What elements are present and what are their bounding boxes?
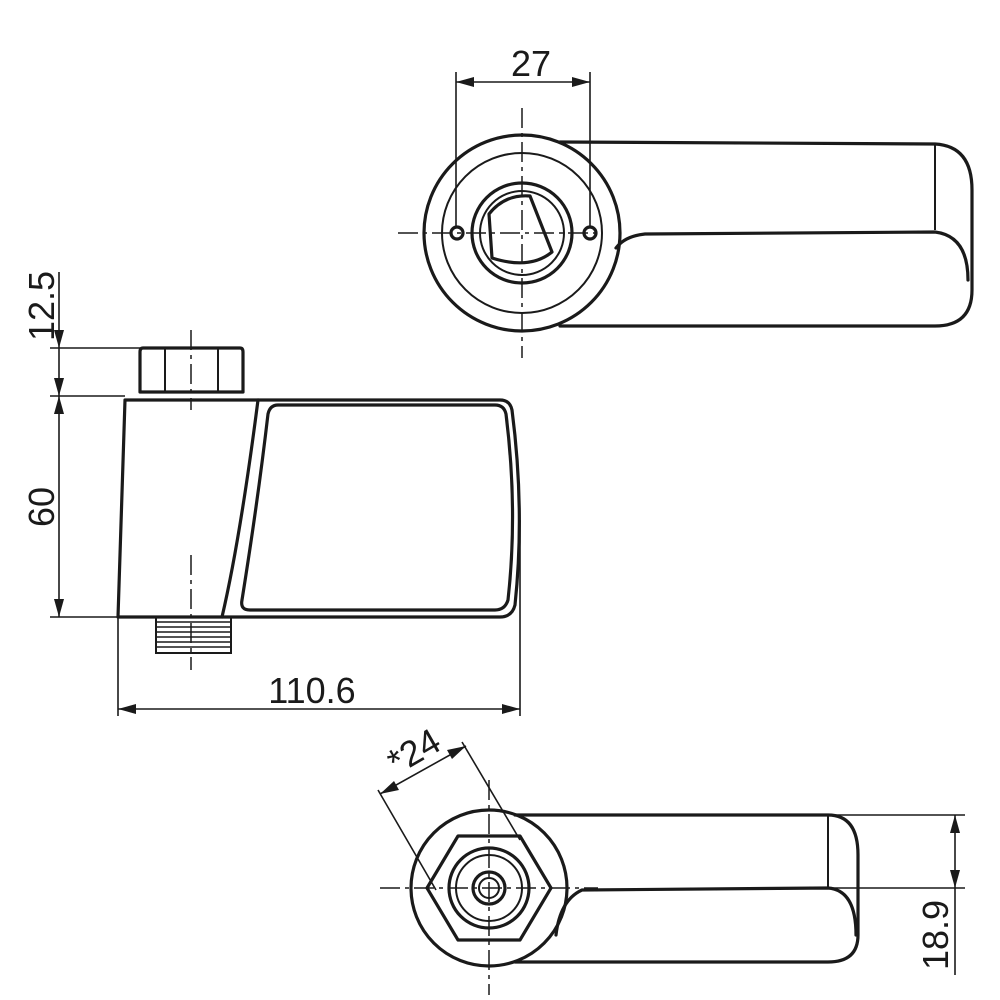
side-view: 12.5 60 110.6 — [21, 271, 521, 716]
top-view-cartridge-outer — [470, 181, 574, 285]
top-view-spindle — [487, 194, 554, 265]
dim-18-9-arrow-top — [950, 815, 960, 833]
dim-12-5-label: 12.5 — [21, 271, 62, 341]
dim-110-6-arrow-right — [502, 704, 520, 714]
dim-110-6-label: 110.6 — [268, 670, 355, 711]
dim-24-arrow-left — [380, 781, 399, 794]
dim-12-5-arrow-bottom — [54, 378, 64, 396]
side-view-nut — [138, 346, 245, 394]
dim-27-arrow-right — [572, 77, 590, 87]
side-view-lever-face — [240, 403, 515, 612]
dim-27-label: 27 — [511, 43, 551, 84]
dim-18-9-label: 18.9 — [915, 900, 956, 970]
dim-24-label: *24 — [380, 720, 447, 783]
top-view-lever-groove — [614, 230, 970, 282]
bottom-view: *24 18.9 — [377, 720, 965, 995]
dim-60-arrow-bottom — [54, 599, 64, 617]
side-view-thread — [155, 616, 232, 654]
top-view-lever-outline — [558, 140, 974, 328]
bottom-view-lever-outline — [513, 813, 860, 964]
dim-12-5-arrow-top — [54, 330, 64, 348]
dim-60-arrow-top — [54, 396, 64, 414]
dim-60-label: 60 — [21, 487, 62, 527]
dim-110-6-arrow-left — [118, 704, 136, 714]
side-view-body-divider — [220, 398, 260, 619]
dim-24-extension-right — [461, 741, 521, 841]
top-view: 27 — [398, 43, 974, 358]
dim-24-arrow-right — [447, 746, 466, 759]
dim-24-extension-left — [377, 789, 437, 891]
bottom-view-lever-groove — [554, 886, 858, 937]
side-view-body-outline — [116, 398, 521, 619]
dim-27-arrow-left — [456, 77, 474, 87]
dim-18-9-arrow-bottom — [950, 870, 960, 888]
